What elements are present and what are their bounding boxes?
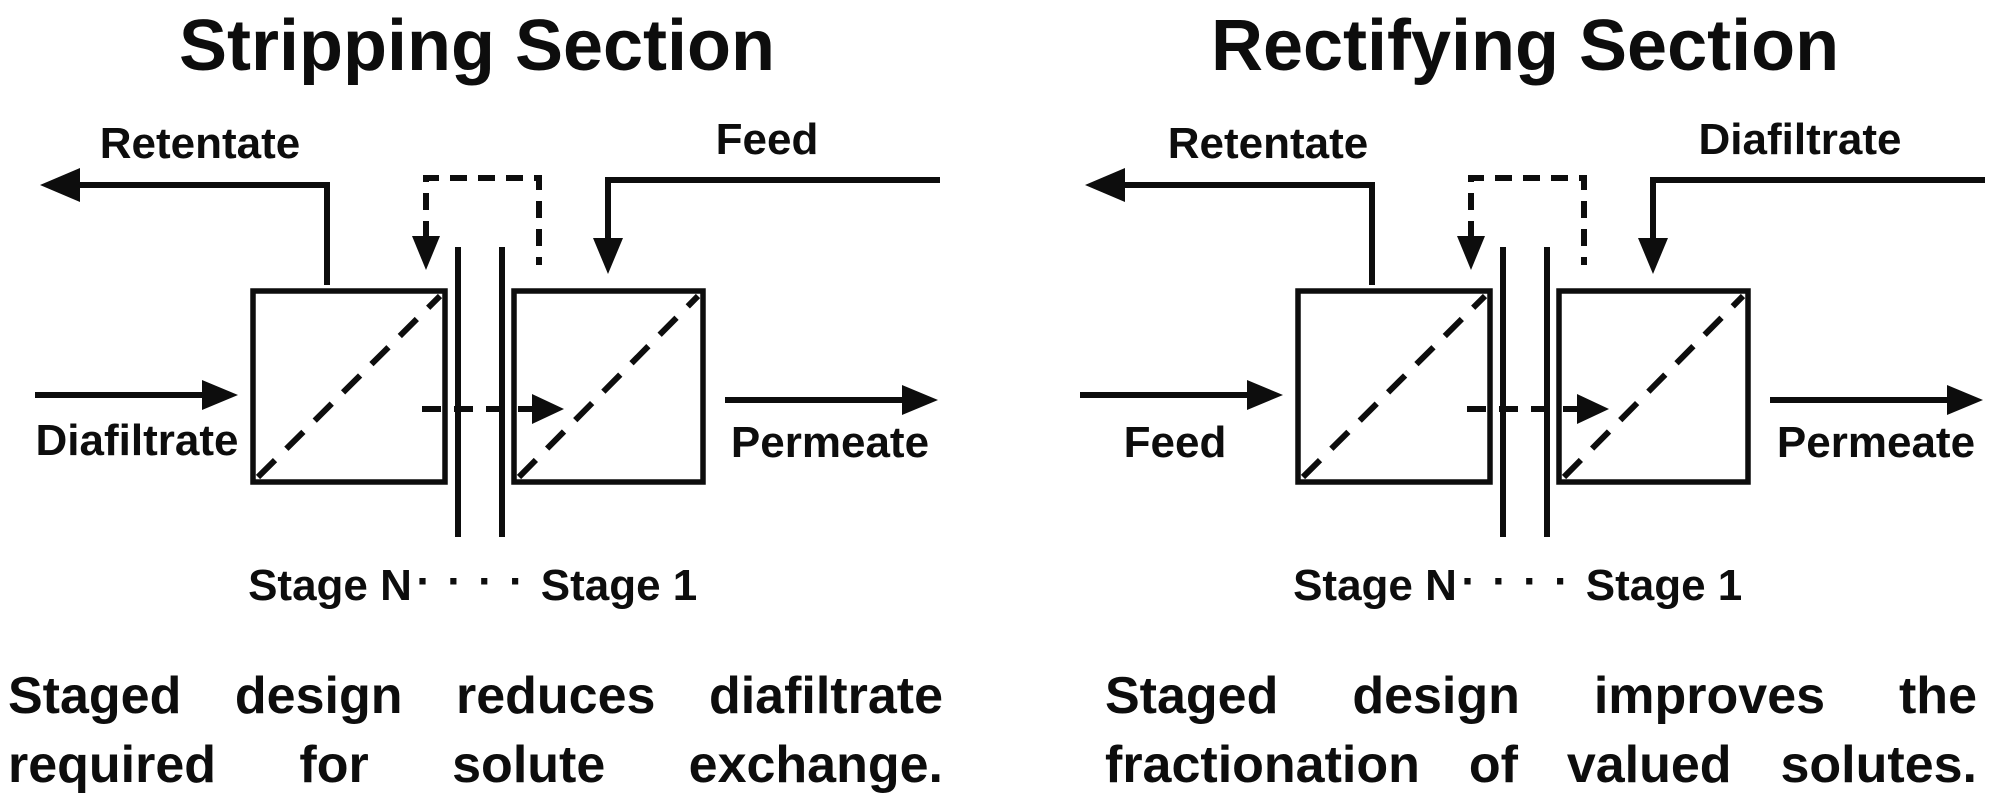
- stripping-stage-dots: · · · ·: [416, 557, 526, 606]
- rectifying-stage-dots: · · · ·: [1461, 557, 1571, 606]
- rectifying-stage-n-label: Stage N: [1293, 561, 1457, 610]
- stripping-diagram: [35, 168, 940, 537]
- rectifying-stage-1-label: Stage 1: [1585, 561, 1743, 610]
- stripping-permeate-label: Permeate: [730, 418, 930, 467]
- stripping-stage-n-label: Stage N: [248, 561, 412, 610]
- rectifying-caption: Staged design improves the fractionation…: [1105, 662, 1977, 800]
- rectifying-caption-line1: Staged design improves the: [1105, 667, 1977, 725]
- rectifying-feed-label: Feed: [1123, 418, 1227, 467]
- rectifying-diafiltrate-label: Diafiltrate: [1698, 115, 1902, 164]
- rectifying-retentate-label: Retentate: [1167, 119, 1369, 168]
- rectifying-permeate-label: Permeate: [1776, 418, 1976, 467]
- stripping-feed-label: Feed: [715, 115, 819, 164]
- stripping-diafiltrate-label: Diafiltrate: [35, 416, 239, 465]
- stripping-caption: Staged design reduces diafiltrate requir…: [8, 662, 943, 800]
- stripping-retentate-label: Retentate: [99, 119, 301, 168]
- rectifying-caption-line2: fractionation of valued solutes.: [1105, 736, 1977, 794]
- stripping-section-title: Stripping Section: [178, 6, 776, 86]
- stripping-stage-1-label: Stage 1: [540, 561, 698, 610]
- rectifying-diagram: [1080, 168, 1985, 537]
- stripping-caption-line2: required for solute exchange.: [8, 736, 943, 794]
- stripping-caption-line1: Staged design reduces diafiltrate: [8, 667, 943, 725]
- rectifying-section-title: Rectifying Section: [1210, 6, 1840, 86]
